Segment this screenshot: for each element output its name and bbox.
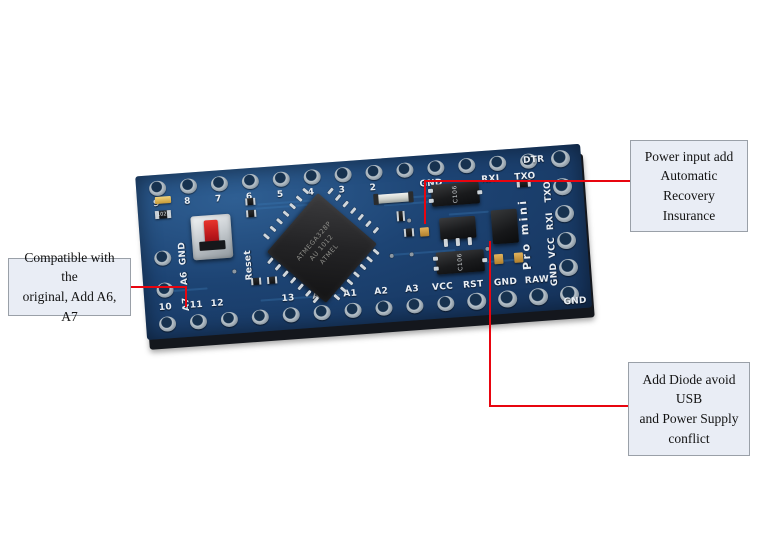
pin-label-bottom-11: RAW [524, 274, 550, 287]
leader-line-diode-horizontal [489, 405, 629, 407]
pin-label-right-3: VCC [546, 236, 559, 259]
callout-diode-text: Add Diode avoid USB and Power Supply con… [635, 370, 743, 448]
diode-component: C106 [432, 249, 488, 275]
pin-label-bottom-2: 12 [210, 298, 225, 310]
leader-line-compat-horizontal [130, 286, 187, 288]
pin-label-right-1: TXO [542, 180, 555, 203]
leader-line-power-horizontal [424, 180, 631, 182]
leader-line-power-vertical [424, 180, 426, 224]
diode-marking: C106 [456, 252, 465, 272]
smd-resistor-e [403, 228, 415, 237]
pin-label-top-2: 7 [214, 194, 223, 205]
arduino-pro-mini-board: 9 8 7 6 5 4 3 2 GND RXI TXO 10 11 12 13 … [135, 143, 618, 376]
pin-label-top-4: 5 [276, 189, 284, 201]
leader-line-compat-vertical [185, 286, 187, 307]
leader-line-diode-vertical [489, 241, 491, 407]
smd-capacitor-c [513, 252, 524, 263]
pin-label-right-4: GND [548, 262, 561, 287]
callout-compatible: Compatible with the original, Add A6, A7 [8, 250, 131, 324]
callout-compatible-line-2: original, Add A6, A7 [22, 289, 117, 324]
callout-power-text: Power input add Automatic Recovery Insur… [637, 147, 741, 225]
pin-label-bottom-9: RST [462, 279, 484, 291]
pin-label-bottom-7: A3 [404, 283, 420, 295]
pin-label-left-0: GND [177, 241, 189, 266]
smd-capacitor-b [493, 253, 504, 265]
callout-diode-line-3: conflict [668, 430, 710, 446]
smd-resistor-a [245, 197, 256, 206]
power-led [154, 195, 172, 205]
smd-resistor-b [245, 209, 257, 218]
smd-marking-102: 102 [156, 211, 167, 218]
callout-power-input: Power input add Automatic Recovery Insur… [630, 140, 748, 232]
pin-label-bottom-10: GND [493, 276, 518, 289]
pin-label-bottom-right-gnd: GND [563, 295, 588, 308]
callout-diode-line-1: Add Diode avoid USB [642, 371, 736, 407]
callout-power-line-3: Insurance [662, 207, 716, 223]
callout-diode-line-2: and Power Supply [639, 411, 739, 426]
reset-silkscreen-label: Reset [242, 249, 256, 281]
pin-label-top-7: 2 [369, 182, 377, 194]
transistor-middle [439, 215, 477, 248]
pin-label-bottom-6: A2 [373, 286, 389, 298]
pin-label-bottom-3: 13 [281, 293, 296, 305]
pin-label-right-0: DTR [522, 154, 545, 167]
callout-power-line-2: Automatic Recovery [660, 168, 718, 203]
smd-resistor-c [250, 277, 262, 286]
callout-power-line-1: Power input add [644, 148, 734, 164]
pcb-surface: 9 8 7 6 5 4 3 2 GND RXI TXO 10 11 12 13 … [135, 143, 592, 341]
voltage-regulator-top: C106 [427, 181, 483, 207]
callout-compatible-line-1: Compatible with the [24, 249, 115, 285]
reset-button-cap[interactable] [203, 219, 220, 248]
pin-label-right-2: RXI [544, 211, 557, 231]
pin-label-bottom-8: VCC [431, 281, 454, 294]
smd-resistor-d [266, 276, 278, 285]
pin-label-bottom-0: 10 [158, 302, 173, 314]
reset-button[interactable] [190, 213, 234, 261]
smd-resistor-g [396, 210, 406, 222]
pin-label-left-1: A6 [179, 270, 191, 286]
regulator-marking-top: C106 [451, 184, 460, 204]
pin-label-top-1: 8 [183, 196, 192, 207]
smd-capacitor-a [419, 227, 430, 237]
callout-compatible-text: Compatible with the original, Add A6, A7 [15, 248, 124, 326]
electrolytic-capacitor [490, 208, 520, 245]
callout-diode: Add Diode avoid USB and Power Supply con… [628, 362, 750, 456]
